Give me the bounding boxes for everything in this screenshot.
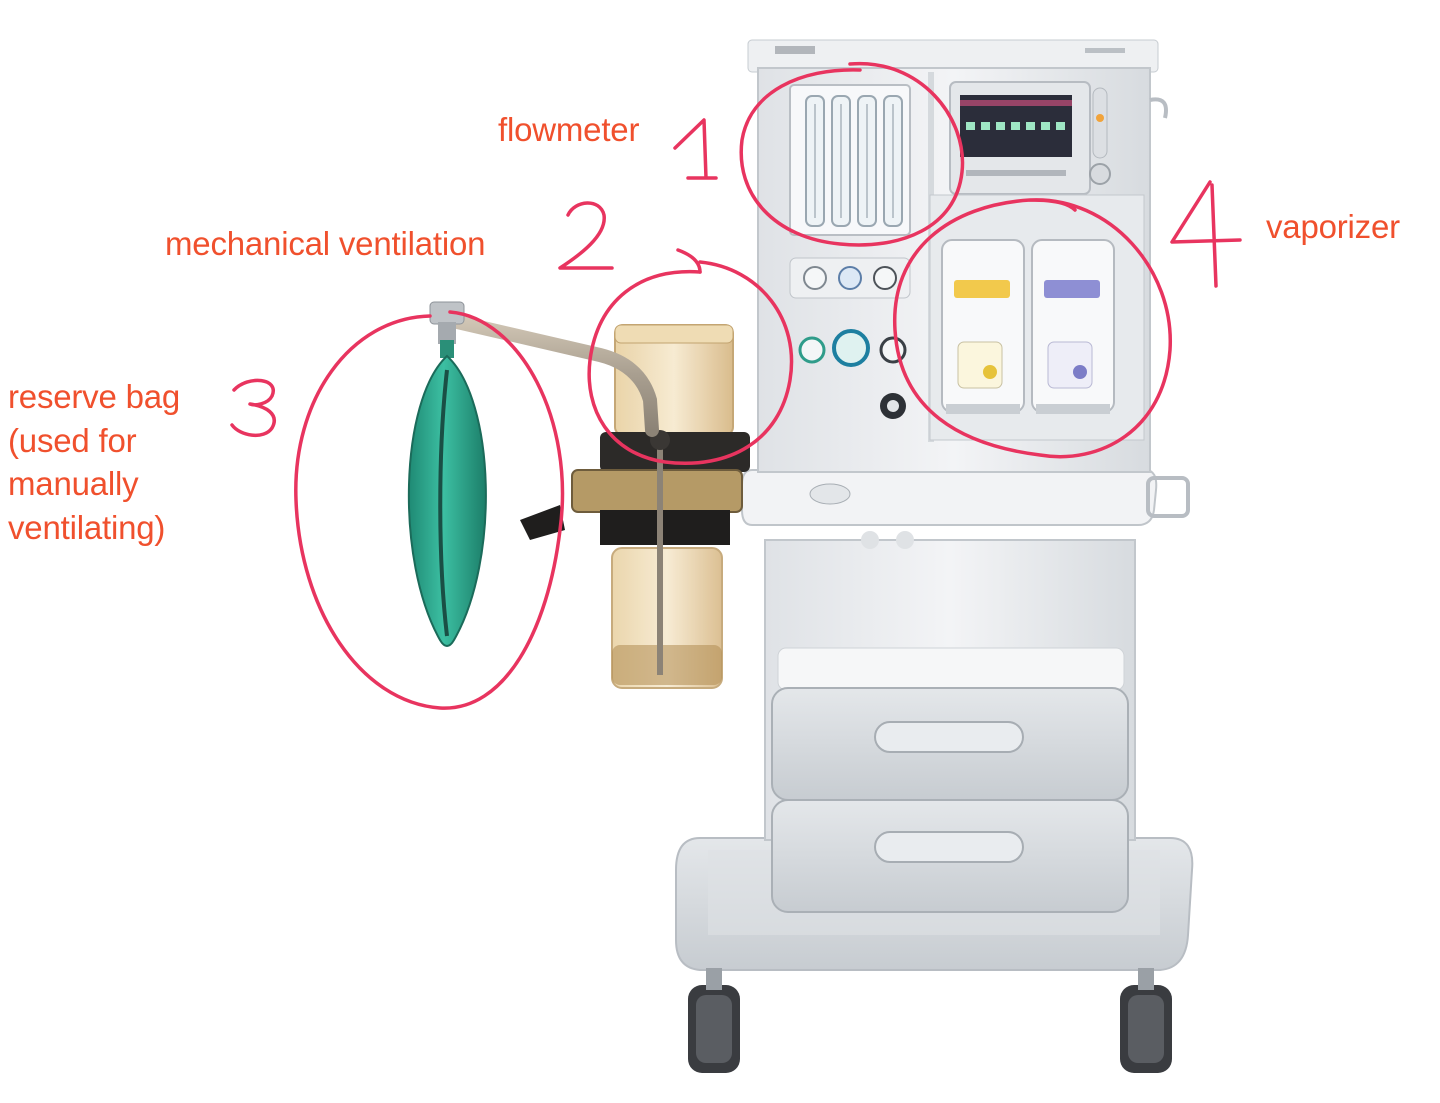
numeral-4	[1170, 180, 1242, 288]
label-line: (used for	[8, 421, 137, 459]
numeral-3	[230, 378, 276, 437]
annotation-circle-ventilation	[587, 260, 794, 465]
drawer-lower	[771, 799, 1129, 913]
label-reserve-bag: reserve bag (used for manually ventilati…	[8, 375, 180, 549]
worktable	[741, 469, 1190, 549]
label-mechanical-ventilation: mechanical ventilation	[165, 222, 485, 266]
label-line: reserve bag	[8, 378, 181, 415]
wheel-front-right	[1120, 968, 1172, 1073]
flowmeter-panel	[789, 84, 911, 236]
drawer-upper	[771, 687, 1129, 801]
vaporizer-left	[941, 239, 1025, 414]
pressure-gauges	[789, 257, 911, 419]
numeral-2	[558, 201, 614, 270]
bag-support-arm	[429, 301, 659, 437]
vaporizer-right	[1031, 239, 1115, 414]
vaporizers	[929, 194, 1145, 441]
label-vaporizer: vaporizer	[1266, 205, 1400, 249]
label-flowmeter: flowmeter	[498, 108, 639, 152]
numeral-1	[673, 118, 718, 180]
reserve-bag-illustration	[407, 340, 487, 647]
brand-logo-mark	[775, 46, 815, 54]
label-line: ventilating)	[8, 508, 166, 546]
caster-wheels	[688, 968, 1172, 1073]
ventilator-monitor	[949, 81, 1168, 195]
label-line: manually	[8, 465, 139, 503]
label-line: flowmeter	[498, 111, 640, 148]
annotation-circle-vaporizer	[893, 198, 1172, 459]
annotation-circle-flowmeter	[739, 61, 965, 247]
label-line: mechanical ventilation	[165, 225, 486, 262]
annotation-circle-reserve-bag	[294, 310, 565, 710]
wheel-front-left	[688, 968, 740, 1073]
label-line: vaporizer	[1266, 208, 1400, 245]
